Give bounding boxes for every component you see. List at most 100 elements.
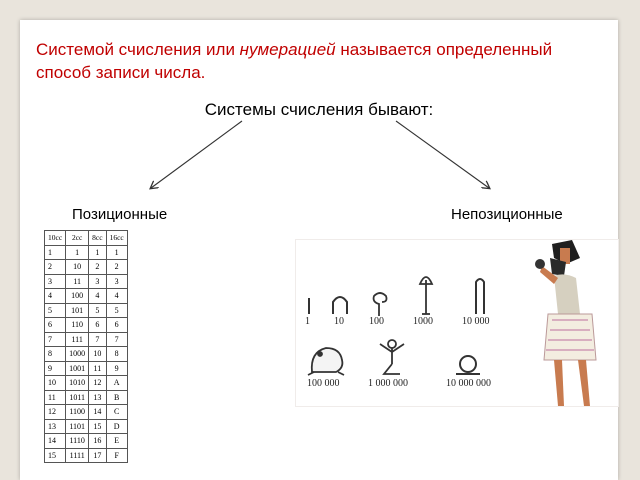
egyptian-hieroglyphs	[307, 240, 597, 406]
table-cell: 1	[43, 244, 67, 260]
egyptian-value-label: 10	[334, 316, 344, 327]
table-cell: 1001	[65, 360, 90, 376]
table-cell: 6	[43, 317, 67, 333]
table-cell: 1111	[65, 447, 90, 463]
table-cell: 1010	[65, 375, 90, 391]
table-cell: 16	[88, 433, 107, 449]
table-cell: 17	[88, 447, 107, 463]
table-cell: 8	[43, 346, 67, 362]
table-cell: 4	[105, 288, 128, 304]
egyptian-value-label: 10 000 000	[446, 378, 491, 389]
egyptian-value-label: 100	[369, 316, 384, 327]
table-cell: B	[105, 389, 128, 405]
table-cell: 1011	[65, 389, 90, 405]
definition-part2: называется определенный способ записи чи…	[36, 40, 553, 82]
label-positional: Позиционные	[72, 206, 168, 223]
table-cell: 5	[43, 302, 67, 318]
table-cell: 11	[88, 360, 107, 376]
table-cell: 101	[65, 302, 90, 318]
hieroglyph-coil-rope-icon	[372, 292, 388, 316]
table-cell: 1	[88, 244, 107, 260]
table-cell: E	[105, 433, 128, 449]
table-cell: 10	[88, 346, 107, 362]
table-cell: 3	[43, 273, 67, 289]
hieroglyph-heel-bone-icon	[332, 296, 348, 314]
table-cell: 1100	[65, 404, 90, 420]
table-header-cell: 2сс	[65, 230, 90, 246]
table-cell: 4	[88, 288, 107, 304]
table-cell: 6	[105, 317, 128, 333]
table-cell: F	[105, 447, 128, 463]
table-cell: 2	[43, 259, 67, 275]
table-cell: 7	[88, 331, 107, 347]
table-cell: 1	[105, 244, 128, 260]
definition-part1: Системой счисления или	[36, 40, 240, 59]
hieroglyph-finger-icon	[475, 278, 485, 314]
table-cell: 7	[43, 331, 67, 347]
table-cell: 14	[43, 433, 67, 449]
table-cell: 5	[105, 302, 128, 318]
table-header-cell: 8сс	[88, 230, 107, 246]
table-cell: 2	[105, 259, 128, 275]
table-header-cell: 16сс	[105, 230, 128, 246]
table-cell: 8	[105, 346, 128, 362]
arrow-right	[395, 120, 489, 188]
hieroglyph-sun-icon	[456, 355, 480, 375]
table-cell: 2	[88, 259, 107, 275]
table-cell: 6	[88, 317, 107, 333]
table-cell: 1000	[65, 346, 90, 362]
egyptian-value-label: 1	[305, 316, 310, 327]
table-cell: 4	[43, 288, 67, 304]
hieroglyph-frog-icon	[307, 347, 345, 376]
definition-text: Системой счисления или нумерацией называ…	[36, 38, 596, 84]
table-cell: 12	[88, 375, 107, 391]
egyptian-value-label: 1000	[413, 316, 433, 327]
table-cell: 10	[43, 375, 67, 391]
table-cell: 10	[65, 259, 90, 275]
egyptian-value-label: 10 000	[462, 316, 490, 327]
egyptian-numerals-panel: 1 10 100 1000 10 000 100 000 1 000 000 1…	[295, 239, 619, 407]
egyptian-value-label: 100 000	[307, 378, 340, 389]
table-cell: 9	[105, 360, 128, 376]
table-cell: 110	[65, 317, 90, 333]
table-cell: 3	[105, 273, 128, 289]
table-cell: 13	[88, 389, 107, 405]
table-cell: 5	[88, 302, 107, 318]
table-header-cell: 10сс	[43, 230, 67, 246]
table-cell: D	[105, 418, 128, 434]
pharaoh-figure-icon	[535, 240, 597, 406]
table-cell: 11	[43, 389, 67, 405]
table-cell: 111	[65, 331, 90, 347]
systems-heading: Системы счисления бывают:	[204, 100, 434, 119]
table-cell: 15	[88, 418, 107, 434]
arrow-left	[151, 120, 243, 188]
table-cell: 1101	[65, 418, 90, 434]
label-nonpositional: Непозиционные	[451, 206, 563, 223]
table-cell: 15	[43, 447, 67, 463]
table-cell: 1	[65, 244, 90, 260]
table-cell: 14	[88, 404, 107, 420]
table-cell: 100	[65, 288, 90, 304]
slide: Системой счисления или нумерацией называ…	[20, 20, 619, 480]
definition-emphasis: нумерацией	[239, 40, 336, 59]
table-cell: 12	[43, 404, 67, 420]
egyptian-value-label: 1 000 000	[368, 378, 408, 389]
hieroglyph-kneeling-god-icon	[379, 339, 405, 375]
table-cell: 9	[43, 360, 67, 376]
